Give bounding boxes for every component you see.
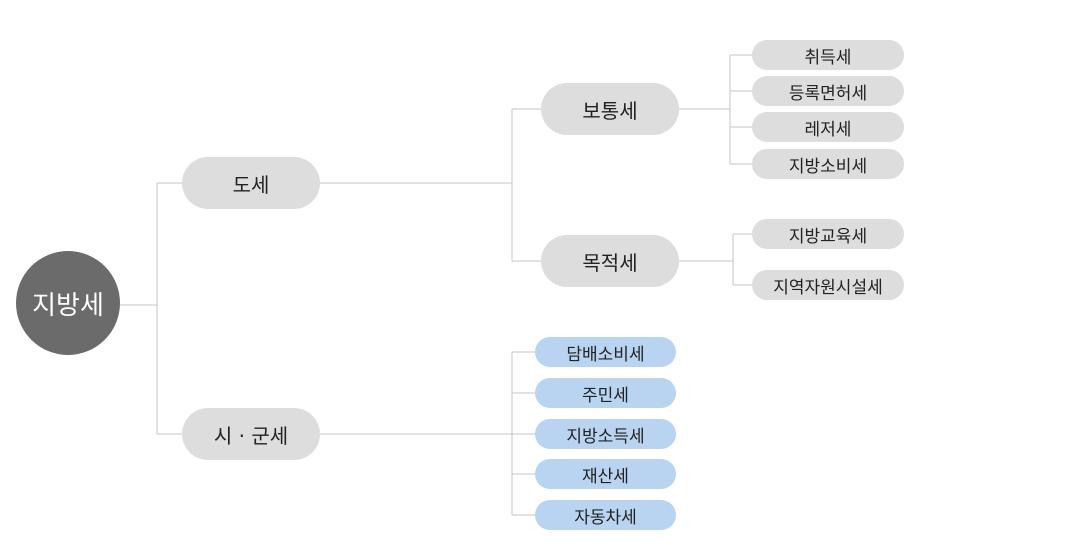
connector-botong: [679, 54, 752, 165]
node-city-county-tax: 시 · 군세: [182, 408, 320, 460]
leaf-regional-resource-facility-tax: 지역자원시설세: [752, 270, 904, 300]
connector-sigun: [320, 351, 535, 516]
leaf-resident-tax: 주민세: [535, 378, 676, 408]
leaf-registration-license-tax: 등록면허세: [752, 76, 904, 106]
leaf-local-income-tax: 지방소득세: [535, 419, 676, 449]
connector-dose: [320, 108, 541, 262]
leaf-leisure-tax: 레저세: [752, 112, 904, 142]
connector-mokjeok: [679, 233, 752, 286]
node-ordinary-tax: 보통세: [541, 83, 679, 135]
leaf-automobile-tax: 자동차세: [535, 500, 676, 530]
leaf-property-tax: 재산세: [535, 459, 676, 489]
leaf-local-education-tax: 지방교육세: [752, 219, 904, 249]
root-node-local-tax: 지방세: [16, 251, 120, 355]
leaf-acquisition-tax: 취득세: [752, 40, 904, 70]
node-purpose-tax: 목적세: [541, 235, 679, 287]
leaf-local-consumption-tax: 지방소비세: [752, 149, 904, 179]
node-provincial-tax: 도세: [182, 157, 320, 209]
connector-root: [120, 182, 182, 435]
leaf-tobacco-consumption-tax: 담배소비세: [535, 337, 676, 367]
